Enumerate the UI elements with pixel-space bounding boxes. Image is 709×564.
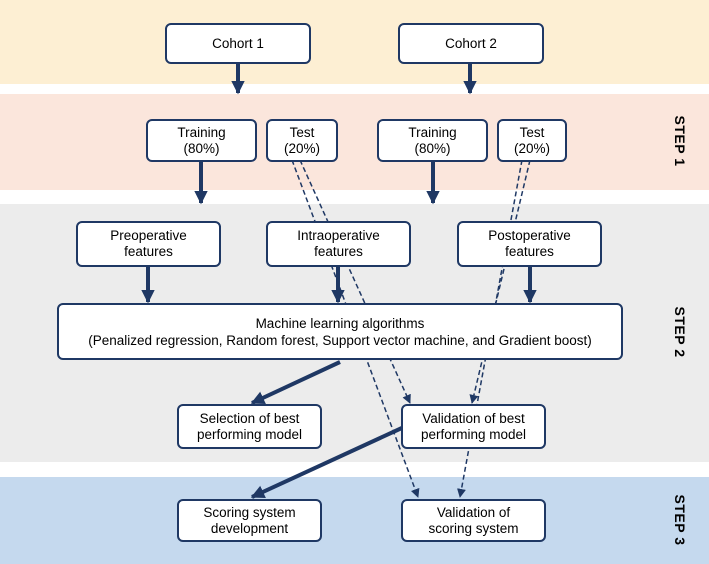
selection-model-box: Selection of best performing model	[177, 404, 322, 449]
scoring-development-box: Scoring system development	[177, 499, 322, 542]
validation-model-box: Validation of best performing model	[401, 404, 546, 449]
test1-box: Test (20%)	[266, 119, 338, 162]
step3-band	[0, 477, 709, 564]
cohort1-box: Cohort 1	[165, 23, 311, 64]
step2-text: STEP 2	[672, 306, 688, 358]
dash-test1-to-validation-model	[299, 159, 411, 404]
intraoperative-features-box: Intraoperative features	[266, 221, 411, 267]
dash-test2-to-validation-model	[469, 159, 531, 404]
scoring-validation-box: Validation of scoring system	[401, 499, 546, 542]
postoperative-features-box: Postoperative features	[457, 221, 602, 267]
cohort-band	[0, 0, 709, 84]
arrow-ml-to-selection	[250, 360, 341, 405]
step1-band	[0, 94, 709, 190]
step1-text: STEP 1	[672, 115, 688, 167]
cohort2-box: Cohort 2	[398, 23, 544, 64]
training1-box: Training (80%)	[146, 119, 257, 162]
arrow-validation-to-scoring-dev	[250, 425, 405, 499]
ml-algorithms-box: Machine learning algorithms (Penalized r…	[57, 303, 623, 360]
preoperative-features-box: Preoperative features	[76, 221, 221, 267]
step3-text: STEP 3	[672, 494, 688, 546]
test2-box: Test (20%)	[497, 119, 567, 162]
training2-box: Training (80%)	[377, 119, 488, 162]
